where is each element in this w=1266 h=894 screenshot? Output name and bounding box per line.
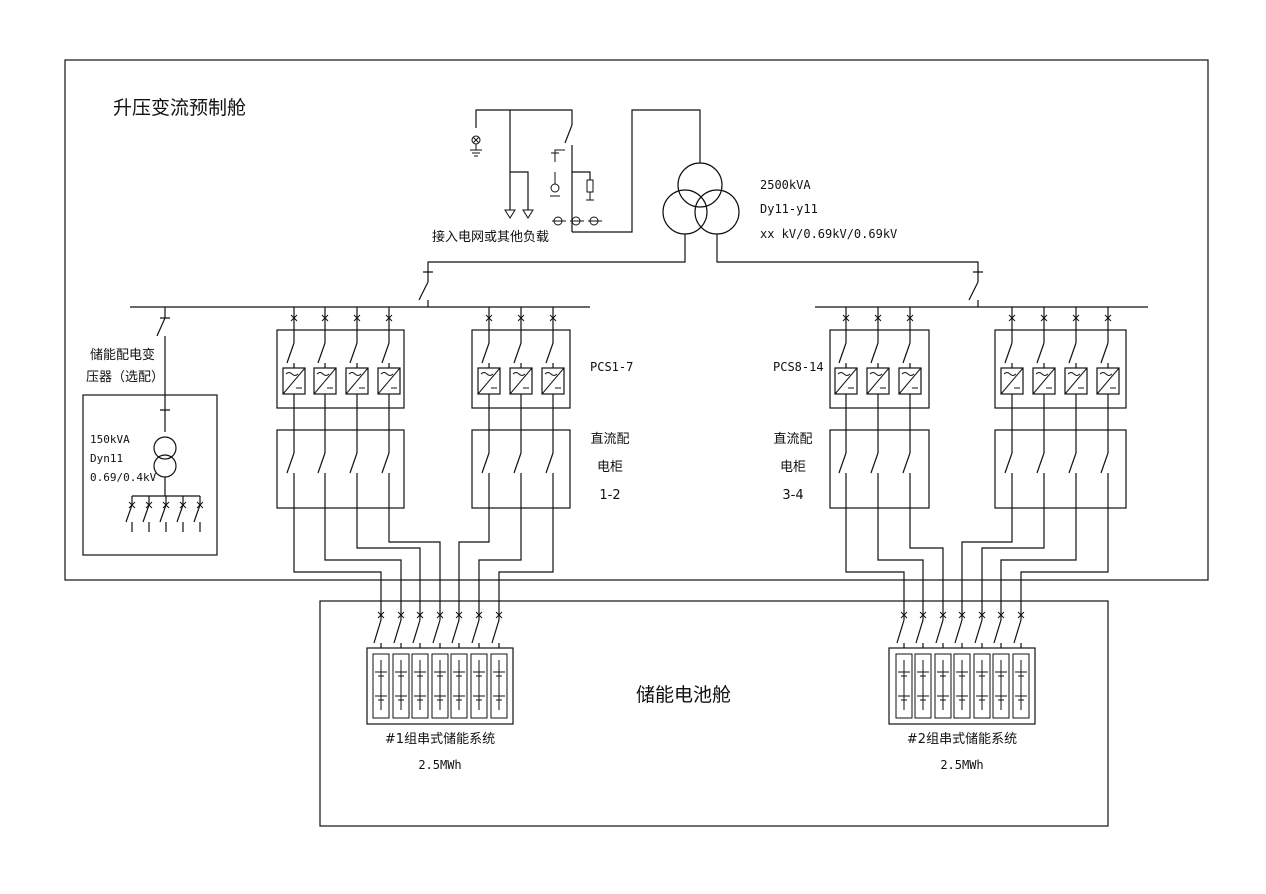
pcs-unit bbox=[509, 307, 533, 520]
battery-string-switch bbox=[954, 611, 966, 648]
battery-cluster bbox=[470, 653, 488, 719]
battery-cluster bbox=[895, 653, 913, 719]
pcs-unit bbox=[1096, 307, 1120, 520]
battery-string-switch bbox=[432, 611, 444, 648]
pcs-unit bbox=[1000, 307, 1024, 520]
main-transformer-rating: 2500kVA bbox=[760, 178, 811, 192]
battery-rack-2 bbox=[888, 647, 1036, 725]
main-transformer-vector-group: Dy11-y11 bbox=[760, 202, 818, 216]
dc-cable bbox=[1000, 520, 1077, 615]
pcs-unit bbox=[282, 307, 306, 520]
dc-cable bbox=[458, 520, 490, 615]
battery-cluster bbox=[973, 653, 991, 719]
battery-string-switch bbox=[935, 611, 947, 648]
battery-string-switch bbox=[974, 611, 986, 648]
battery-cluster bbox=[450, 653, 468, 719]
pcs-unit bbox=[1032, 307, 1056, 520]
pcs-unit bbox=[1064, 307, 1088, 520]
dc-cable bbox=[981, 520, 1045, 615]
battery-system-2-label: #2组串式储能系统 bbox=[906, 732, 1018, 747]
pcs-unit bbox=[377, 307, 401, 520]
battery-cluster bbox=[431, 653, 449, 719]
dc-cable bbox=[877, 520, 924, 615]
main-transformer-voltage: xx kV/0.69kV/0.69kV bbox=[760, 227, 898, 241]
pcs-unit bbox=[898, 307, 922, 520]
battery-string-switch bbox=[1013, 611, 1025, 648]
dc-cable bbox=[478, 520, 522, 615]
booster-cabin-frame bbox=[64, 59, 1209, 581]
battery-string-switch bbox=[993, 611, 1005, 648]
dc-cabinet-left-a bbox=[276, 429, 405, 509]
pcs-unit bbox=[834, 307, 858, 520]
aux-transformer-frame bbox=[82, 394, 218, 556]
aux-transformer-vector-group: Dyn11 bbox=[90, 452, 124, 465]
dc-cable bbox=[388, 520, 441, 615]
pcs-left-label: PCS1-7 bbox=[590, 360, 634, 374]
aux-feeder-switch bbox=[125, 496, 136, 532]
dc-cable bbox=[961, 520, 1013, 615]
battery-cabin-frame bbox=[319, 600, 1109, 827]
dc-cabinet-right-line3: 3-4 bbox=[782, 488, 804, 503]
dc-cable bbox=[498, 520, 554, 615]
dc-cable bbox=[356, 520, 421, 615]
battery-system-1-capacity: 2.5MWh bbox=[418, 758, 462, 772]
aux-transformer-rating: 150kVA bbox=[90, 433, 130, 446]
battery-string-switch bbox=[451, 611, 463, 648]
battery-system-1-label: #1组串式储能系统 bbox=[384, 732, 496, 747]
dc-cable bbox=[1020, 520, 1109, 615]
grid-connection-label: 接入电网或其他负载 bbox=[432, 230, 550, 245]
battery-cabin-title: 储能电池舱 bbox=[636, 684, 732, 706]
dc-cabinet-right-a bbox=[829, 429, 930, 509]
pcs-cabinet-right-b bbox=[994, 329, 1127, 409]
dc-cable bbox=[909, 520, 944, 615]
dc-cabinet-right-b bbox=[994, 429, 1127, 509]
battery-cluster bbox=[953, 653, 971, 719]
pcs-unit bbox=[477, 307, 501, 520]
pcs-cabinet-right-a bbox=[829, 329, 930, 409]
pcs-unit bbox=[345, 307, 369, 520]
dc-cabinet-right-line1: 直流配 bbox=[773, 432, 813, 447]
aux-transformer-title-1: 储能配电变 bbox=[90, 348, 156, 363]
battery-cluster bbox=[934, 653, 952, 719]
battery-string-switch bbox=[373, 611, 385, 648]
battery-system-2-capacity: 2.5MWh bbox=[940, 758, 984, 772]
dc-cable bbox=[293, 520, 382, 615]
battery-string-switch bbox=[491, 611, 503, 648]
dc-cabinet-right-line2: 电柜 bbox=[779, 460, 806, 475]
battery-cluster bbox=[992, 653, 1010, 719]
battery-string-switch bbox=[471, 611, 483, 648]
dc-cabinet-left-line2: 电柜 bbox=[596, 460, 623, 475]
battery-string-switch bbox=[393, 611, 405, 648]
battery-string-switch bbox=[412, 611, 424, 648]
pcs-unit bbox=[866, 307, 890, 520]
aux-transformer-voltage: 0.69/0.4kV bbox=[90, 471, 157, 484]
booster-cabin-title: 升压变流预制舱 bbox=[113, 97, 247, 119]
main-transformer-symbol bbox=[662, 162, 740, 235]
aux-feeder-switch bbox=[142, 496, 153, 532]
dc-cable bbox=[324, 520, 402, 615]
battery-cluster bbox=[914, 653, 932, 719]
battery-string-switch bbox=[896, 611, 908, 648]
pcs-unit bbox=[313, 307, 337, 520]
aux-feeder-switch bbox=[159, 496, 170, 532]
battery-string-switch bbox=[915, 611, 927, 648]
aux-feeder-switch bbox=[176, 496, 187, 532]
dc-cabinet-left-line3: 1-2 bbox=[599, 488, 621, 503]
grid-connection-symbol bbox=[470, 109, 602, 232]
dc-cable bbox=[845, 520, 905, 615]
battery-cluster bbox=[392, 653, 410, 719]
battery-rack-1 bbox=[366, 647, 514, 725]
battery-cluster bbox=[1012, 653, 1030, 719]
battery-cluster bbox=[372, 653, 390, 719]
pcs-cabinet-left-a bbox=[276, 329, 405, 409]
aux-feeder-switch bbox=[193, 496, 204, 532]
battery-cluster bbox=[490, 653, 508, 719]
battery-cluster bbox=[411, 653, 429, 719]
pcs-right-label: PCS8-14 bbox=[773, 360, 824, 374]
aux-transformer-title-2: 压器（选配） bbox=[86, 370, 165, 385]
pcs-unit bbox=[541, 307, 565, 520]
dc-cabinet-left-line1: 直流配 bbox=[590, 432, 630, 447]
